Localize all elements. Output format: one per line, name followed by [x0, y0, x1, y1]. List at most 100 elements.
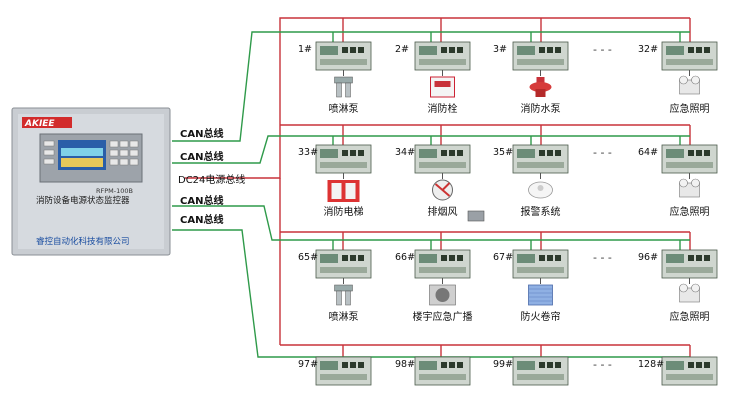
module-display — [666, 361, 684, 370]
more-modules-ellipsis: - - - — [593, 43, 612, 56]
module-number: 3# — [493, 44, 507, 55]
module-display — [320, 149, 338, 158]
lcd-content-bars — [61, 158, 103, 167]
module-display — [320, 46, 338, 55]
module-led — [704, 255, 710, 261]
device-label: 防火卷帘 — [521, 310, 561, 323]
module-terminal-strip — [517, 59, 564, 65]
module-led — [441, 362, 447, 368]
device-label: 应急照明 — [670, 102, 710, 115]
panel-device-name: 消防设备电源状态监控器 — [36, 195, 130, 206]
more-modules-ellipsis: - - - — [593, 358, 612, 371]
module-terminal-strip — [320, 162, 367, 168]
monitor-module — [414, 144, 471, 174]
module-led — [350, 150, 356, 156]
device-icon — [432, 179, 453, 201]
monitor-module — [512, 356, 569, 386]
module-led — [449, 47, 455, 53]
module-terminal-strip — [419, 374, 466, 380]
dc24-bus-label: DC24电源总线 — [178, 173, 245, 186]
module-led — [449, 150, 455, 156]
module-led — [696, 255, 702, 261]
module-led — [358, 362, 364, 368]
module-terminal-strip — [419, 162, 466, 168]
module-led — [457, 255, 463, 261]
module-terminal-strip — [320, 374, 367, 380]
module-number: 65# — [298, 252, 318, 263]
module-display — [666, 254, 684, 263]
module-number: 67# — [493, 252, 513, 263]
module-display — [419, 46, 437, 55]
device-label: 楼宇应急广播 — [413, 310, 473, 323]
more-modules-ellipsis: - - - — [593, 146, 612, 159]
monitor-module — [661, 41, 718, 71]
device-label: 喷淋泵 — [329, 310, 359, 323]
more-modules-ellipsis: - - - — [593, 251, 612, 264]
module-led — [555, 47, 561, 53]
device-label: 消防栓 — [428, 102, 458, 115]
module-terminal-strip — [419, 59, 466, 65]
module-led — [547, 47, 553, 53]
module-led — [441, 255, 447, 261]
module-number: 2# — [395, 44, 409, 55]
module-led — [696, 362, 702, 368]
device-icon — [529, 77, 552, 97]
device-label: 消防电梯 — [324, 205, 364, 218]
can-bus-label-2: CAN总线 — [180, 150, 223, 163]
module-terminal-strip — [666, 267, 713, 273]
can-bus-row4 — [172, 229, 690, 358]
module-display — [320, 254, 338, 263]
module-number: 96# — [638, 252, 658, 263]
monitor-module — [315, 249, 372, 279]
module-led — [449, 255, 455, 261]
device-label: 应急照明 — [670, 310, 710, 323]
monitor-module — [512, 249, 569, 279]
module-number: 66# — [395, 252, 415, 263]
monitor-module — [661, 356, 718, 386]
device-label: 消防水泵 — [521, 102, 561, 115]
module-led — [539, 150, 545, 156]
module-led — [342, 150, 348, 156]
device-icon — [679, 75, 700, 95]
device-icon — [429, 284, 456, 306]
module-display — [320, 361, 338, 370]
module-number: 35# — [493, 147, 513, 158]
module-display — [517, 254, 535, 263]
module-display — [419, 361, 437, 370]
module-led — [688, 47, 694, 53]
can-bus-row1 — [172, 31, 690, 142]
monitor-module — [414, 249, 471, 279]
device-icon — [679, 178, 700, 198]
module-led — [342, 255, 348, 261]
module-led — [358, 150, 364, 156]
monitor-module — [414, 356, 471, 386]
module-led — [441, 47, 447, 53]
lcd-content — [61, 148, 103, 156]
monitor-module — [661, 144, 718, 174]
device-label: 喷淋泵 — [329, 102, 359, 115]
junction-box — [467, 210, 485, 222]
module-number: 1# — [298, 44, 312, 55]
module-terminal-strip — [666, 162, 713, 168]
can-bus-row3 — [172, 205, 690, 241]
module-led — [449, 362, 455, 368]
monitor-module — [315, 41, 372, 71]
module-number: 99# — [493, 359, 513, 370]
module-terminal-strip — [419, 267, 466, 273]
module-display — [517, 46, 535, 55]
module-display — [666, 149, 684, 158]
module-terminal-strip — [320, 59, 367, 65]
module-terminal-strip — [517, 162, 564, 168]
device-icon — [528, 181, 553, 199]
monitor-module — [661, 249, 718, 279]
monitor-module — [315, 144, 372, 174]
panel-keypad — [43, 140, 139, 166]
module-led — [457, 362, 463, 368]
module-led — [358, 47, 364, 53]
can-bus-row2 — [172, 135, 690, 164]
module-display — [517, 149, 535, 158]
module-led — [555, 150, 561, 156]
module-display — [517, 361, 535, 370]
module-led — [696, 47, 702, 53]
